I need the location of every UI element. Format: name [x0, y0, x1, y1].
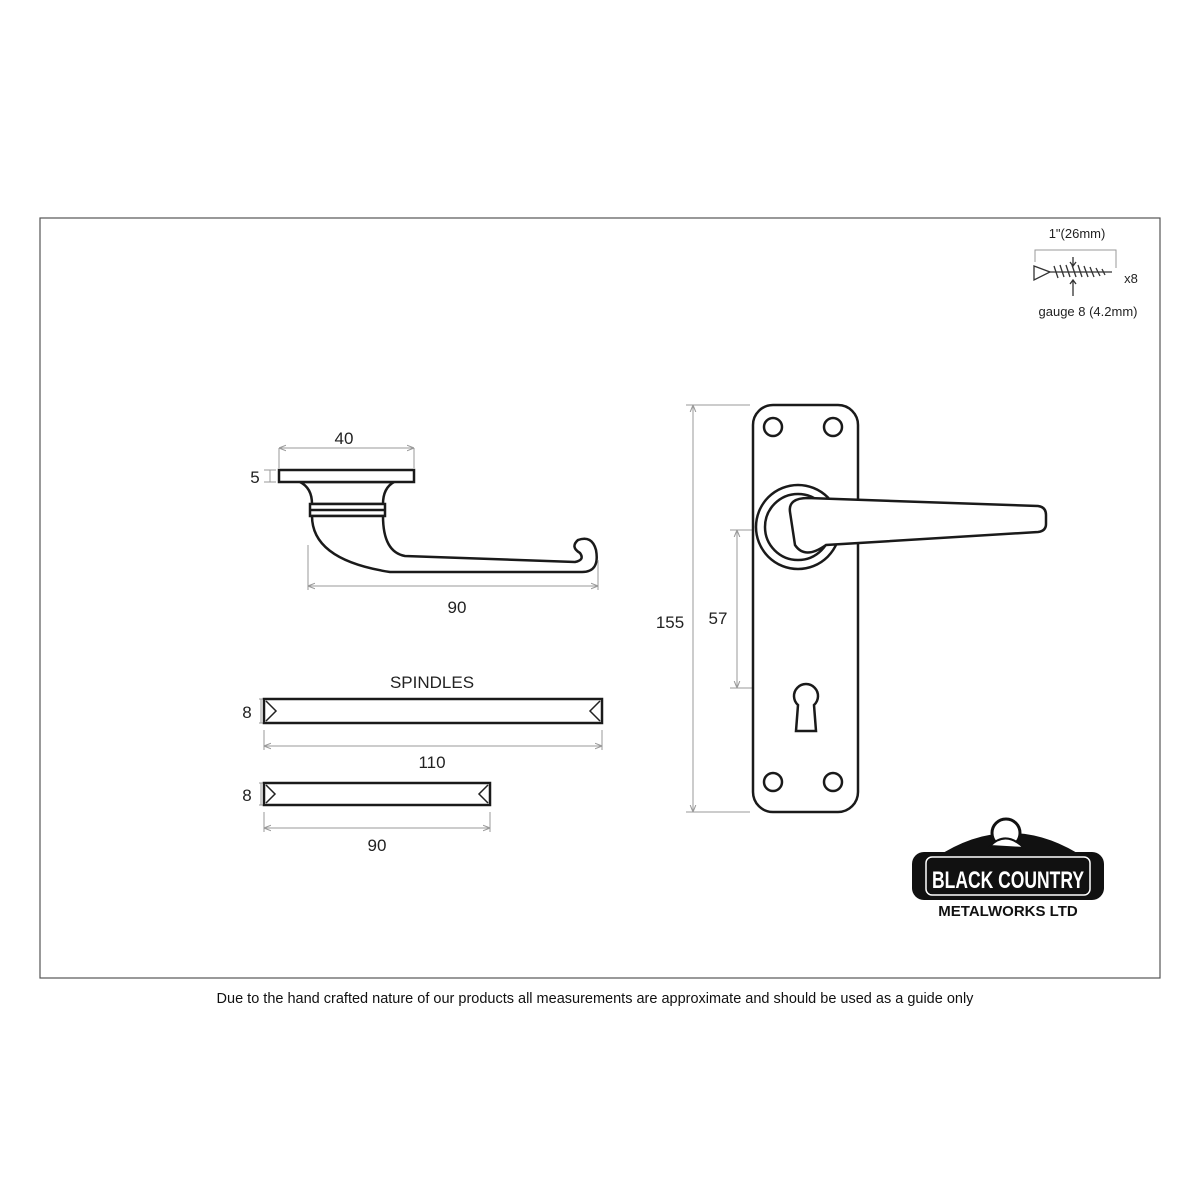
spindle-thickness-label: 8: [242, 786, 251, 805]
spindle-thickness-label: 8: [242, 703, 251, 722]
spindle-length-label: 90: [368, 836, 387, 855]
screw-icon: [1033, 257, 1112, 296]
screw-length-label: 1"(26mm): [1049, 226, 1106, 241]
projection-label: 90: [448, 598, 467, 617]
centre-to-keyhole-label: 57: [709, 609, 728, 628]
screw-gauge-label: gauge 8 (4.2mm): [1039, 304, 1138, 319]
lever-side-view: 40 5 90: [250, 429, 599, 617]
spindle-110: 8 110: [242, 697, 604, 772]
spindles-title: SPINDLES: [390, 673, 474, 692]
backplate-height-label: 155: [656, 613, 684, 632]
drawing-frame: [39, 217, 1161, 979]
backplate-front-view: 155 57: [656, 403, 1048, 814]
black-country-logo: BLACK COUNTRY METALWORKS LTD: [912, 817, 1104, 920]
spindles: SPINDLES 8 110 8 90: [242, 673, 604, 855]
footer-disclaimer: Due to the hand crafted nature of our pr…: [217, 991, 975, 1007]
logo-line1: BLACK COUNTRY: [932, 867, 1084, 894]
screw-quantity: x8: [1124, 271, 1138, 286]
keyhole: [792, 682, 820, 733]
logo-line2: METALWORKS LTD: [938, 903, 1078, 920]
rose-thickness-label: 5: [250, 468, 259, 487]
spindle-90: 8 90: [242, 781, 492, 855]
spindle-length-label: 110: [418, 753, 445, 772]
screw-spec: 1"(26mm) x8 gauge 8 (4.2mm): [1033, 226, 1138, 319]
rose-width-label: 40: [335, 429, 354, 448]
